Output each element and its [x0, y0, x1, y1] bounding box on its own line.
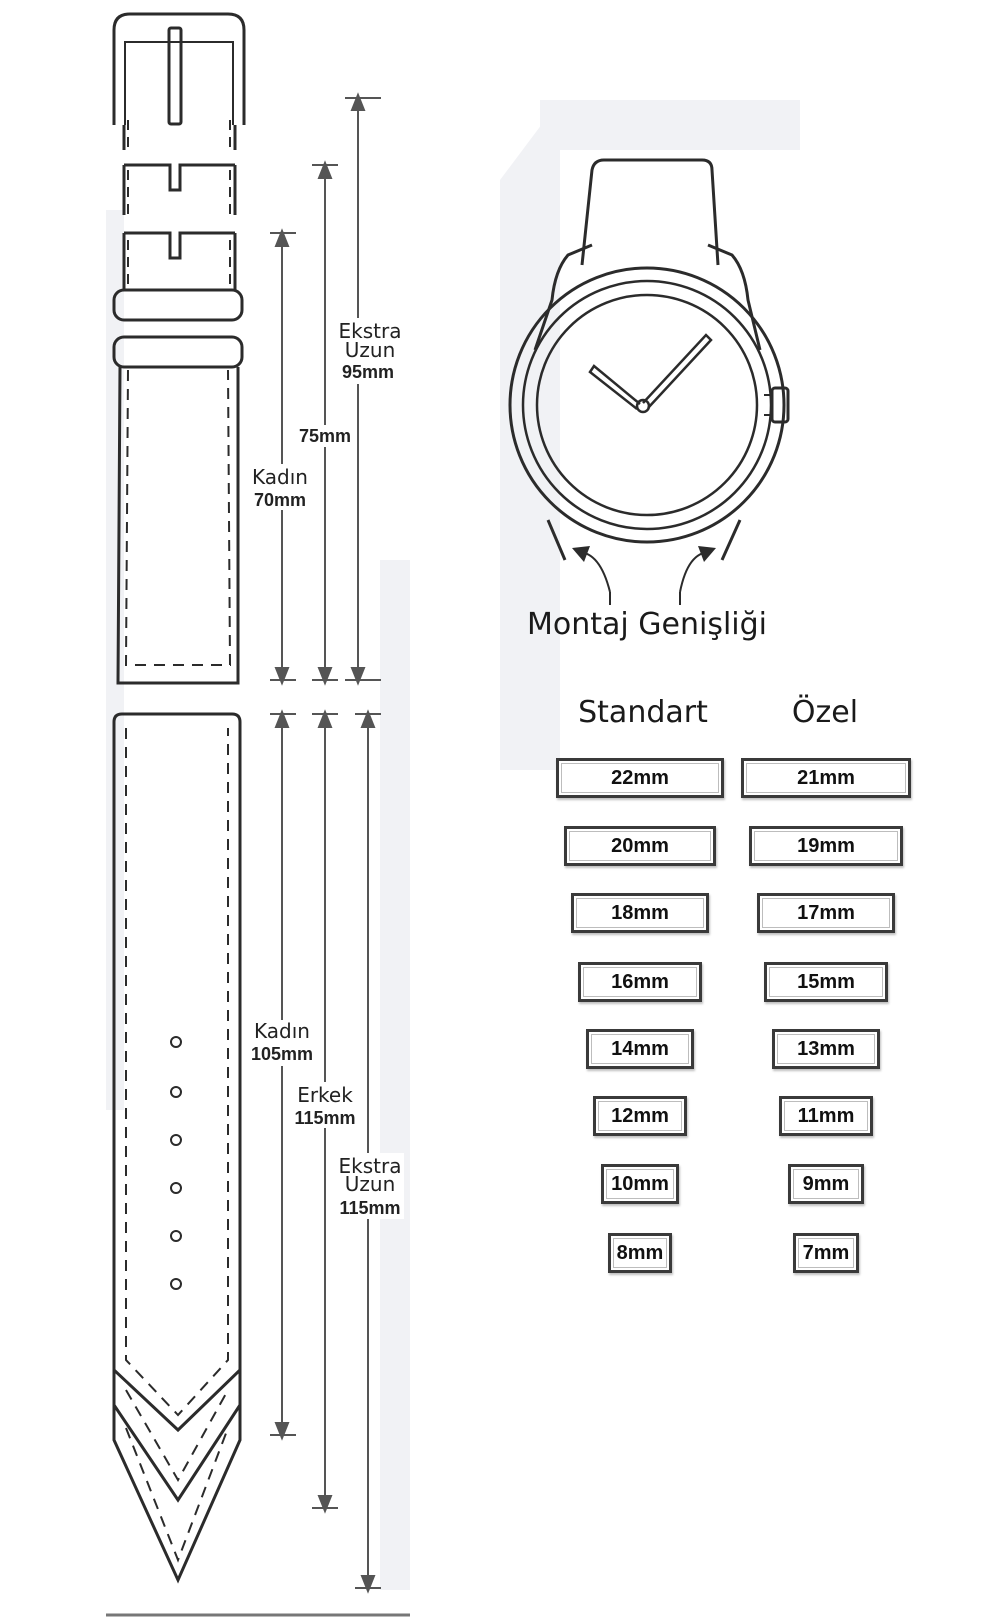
lower-ekstra-label-2: Uzun	[345, 1172, 396, 1196]
lower-kadin-value: 105mm	[251, 1044, 313, 1064]
background-watermark	[106, 100, 800, 1590]
lower-dimension-lines	[270, 709, 381, 1594]
minute-hand	[642, 333, 713, 409]
mounting-width-caption: Montaj Genişliği	[527, 607, 767, 642]
lower-erkek-value: 115mm	[294, 1108, 355, 1128]
special-size-box: 19mm	[749, 826, 903, 866]
special-size-box: 13mm	[772, 1029, 880, 1069]
standard-size-box: 20mm	[564, 826, 716, 866]
lower-kadin-label: Kadın	[254, 1019, 310, 1043]
special-size-box: 9mm	[788, 1164, 864, 1204]
special-size-box: 15mm	[764, 962, 888, 1002]
hour-hand	[588, 364, 641, 410]
crown	[770, 386, 790, 424]
upper-ekstra-label-2: Uzun	[345, 338, 396, 362]
upper-standard-value: 75mm	[299, 426, 351, 446]
upper-dimension-lines	[270, 92, 381, 686]
mount-arrow-right	[698, 546, 716, 562]
mount-arrow-left	[572, 546, 590, 562]
lower-ekstra-value: 115mm	[339, 1198, 400, 1218]
standard-size-box: 12mm	[593, 1096, 687, 1136]
standard-size-box: 8mm	[608, 1233, 672, 1273]
special-column-header: Özel	[792, 694, 858, 730]
strap-keeper-1	[112, 288, 244, 322]
lower-erkek-label: Erkek	[297, 1083, 353, 1107]
standard-size-box: 16mm	[578, 962, 702, 1002]
strap-keeper-2	[112, 335, 244, 369]
lower-ekstra-label-1: Ekstra	[339, 1154, 402, 1178]
standard-size-box: 14mm	[586, 1029, 694, 1069]
special-size-box: 21mm	[741, 758, 911, 798]
special-size-box: 7mm	[793, 1233, 859, 1273]
standard-size-box: 10mm	[601, 1164, 679, 1204]
buckle-tongue	[167, 26, 183, 126]
upper-kadin-label: Kadın	[252, 465, 308, 489]
upper-ekstra-label-1: Ekstra	[339, 319, 402, 343]
buckle	[112, 12, 246, 125]
standard-size-box: 22mm	[556, 758, 724, 798]
standard-column-header: Standart	[578, 695, 708, 730]
special-size-box: 11mm	[779, 1096, 873, 1136]
watch-illustration	[508, 158, 790, 605]
hand-pivot	[635, 398, 651, 414]
upper-strap	[112, 12, 246, 685]
upper-ekstra-value: 95mm	[342, 362, 394, 382]
lower-strap	[112, 712, 242, 1584]
standard-size-box: 18mm	[571, 893, 709, 933]
upper-kadin-value: 70mm	[254, 490, 306, 510]
special-size-box: 17mm	[757, 893, 895, 933]
